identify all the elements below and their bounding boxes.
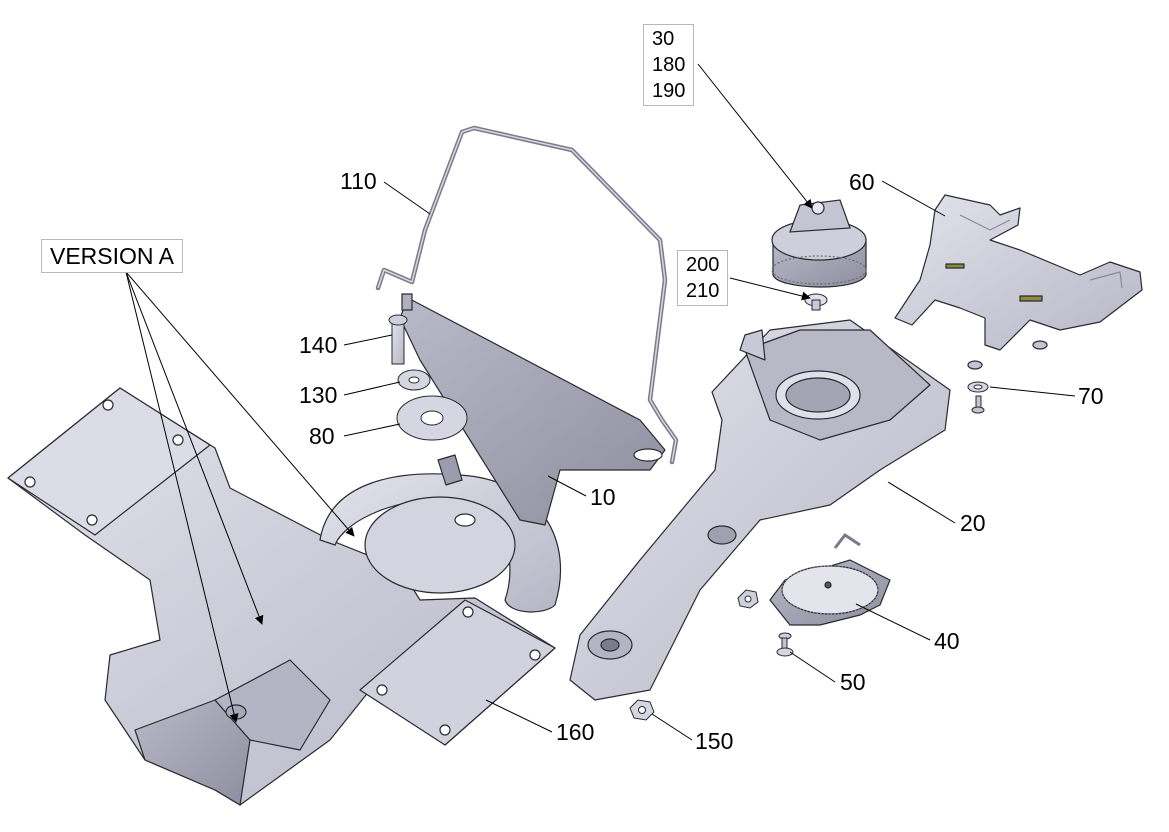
callout-140: 140 [299, 332, 338, 358]
leader-70 [989, 386, 1076, 397]
leader-50 [789, 651, 836, 683]
callout-210: 210 [686, 280, 720, 302]
callout-70: 70 [1078, 383, 1104, 409]
part-150-nut [629, 699, 655, 721]
leader-20 [887, 481, 956, 524]
leader-130 [343, 381, 401, 396]
leader-lines [125, 63, 1076, 741]
part-60-fork-bracket [894, 194, 1143, 370]
callout-20: 20 [960, 510, 986, 536]
part-80-washer [396, 395, 468, 441]
round-mounting-plate [319, 473, 562, 613]
leader-40 [855, 603, 931, 641]
callout-160: 160 [556, 719, 595, 745]
leader-150 [651, 713, 693, 741]
part-10-bracket [399, 293, 666, 526]
version-a-arrow-1 [125, 271, 355, 537]
callout-80: 80 [309, 423, 335, 449]
part-70-screw [967, 381, 989, 414]
leader-200-arrow [729, 277, 811, 301]
callout-110: 110 [340, 168, 377, 194]
leader-10 [547, 475, 587, 497]
version-a-arrow-3 [125, 271, 239, 723]
part-50-screw [776, 632, 794, 657]
wire-highlight [377, 127, 677, 463]
callout-200: 200 [686, 254, 720, 276]
callout-group-30-180-190: 30 180 190 [643, 24, 695, 106]
version-a-label: VERSION A [41, 239, 183, 273]
part-130-washer [397, 369, 431, 391]
callout-group-200-210: 200 210 [677, 250, 729, 306]
callout-10: 10 [590, 484, 616, 510]
callout-180: 180 [652, 54, 686, 76]
leader-160 [485, 699, 553, 733]
callout-150: 150 [695, 728, 734, 754]
leader-140 [343, 334, 393, 346]
callout-190: 190 [652, 80, 686, 102]
callout-30: 30 [652, 28, 675, 50]
callout-60: 60 [849, 169, 875, 195]
part-20-arm [569, 319, 951, 701]
leader-110 [383, 181, 431, 215]
leader-60 [881, 180, 946, 217]
callout-50: 50 [840, 669, 866, 695]
nut-small [737, 589, 759, 609]
leader-30-arrow [697, 63, 813, 209]
part-160-base-plate [7, 387, 556, 806]
part-40-dial [769, 532, 891, 626]
leader-80 [343, 423, 401, 437]
part-200-washer [804, 293, 828, 311]
version-a-arrow-2 [125, 271, 264, 625]
callout-130: 130 [299, 382, 338, 408]
part-30-knob [771, 199, 867, 288]
part-140-bolt [388, 314, 408, 365]
callout-40: 40 [934, 628, 960, 654]
